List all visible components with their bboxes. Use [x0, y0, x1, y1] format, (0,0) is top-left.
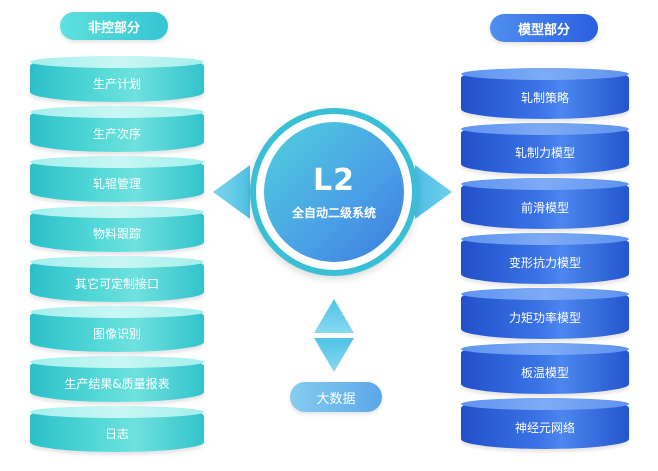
layer-label: 生产次序 [92, 126, 141, 141]
layer-label: 变形抗力模型 [508, 256, 581, 270]
l2-title: L2 [313, 162, 355, 198]
layer-roll-management: 轧辊管理 [30, 156, 204, 202]
layer-image-recognition: 图像识别 [30, 306, 204, 352]
layer-forward-slip-model: 前滑模型 [461, 178, 629, 229]
layer-deformation-resistance-model: 变形抗力模型 [461, 233, 629, 284]
layer-torque-power-model: 力矩功率模型 [461, 288, 629, 339]
l2-system-circle: L2 全自动二级系统 [250, 108, 418, 276]
layer-material-tracking: 物料跟踪 [30, 206, 204, 252]
l2-subtitle: 全自动二级系统 [291, 205, 376, 220]
model-stack: 轧制策略 轧制力模型 前滑模型 变形抗力模型 力矩功率模型 板温模型 神经元网络 [461, 68, 629, 453]
layer-neural-network: 神经元网络 [461, 398, 629, 449]
layer-plate-temperature-model: 板温模型 [461, 343, 629, 394]
layer-rolling-force-model: 轧制力模型 [461, 123, 629, 174]
layer-label: 生产结果&质量报表 [64, 376, 170, 391]
layer-label: 前滑模型 [520, 201, 569, 215]
l2-system-core: L2 全自动二级系统 [264, 122, 404, 262]
layer-quality-report: 生产结果&质量报表 [30, 356, 204, 402]
layer-label: 神经元网络 [514, 421, 575, 435]
layer-production-plan: 生产计划 [30, 56, 204, 102]
layer-label: 图像识别 [92, 326, 141, 341]
layer-label: 力矩功率模型 [508, 311, 581, 325]
layer-label: 板温模型 [520, 366, 569, 380]
layer-production-sequence: 生产次序 [30, 106, 204, 152]
layer-custom-interface: 其它可定制接口 [30, 256, 204, 302]
layer-log: 日志 [30, 406, 204, 452]
layer-label: 其它可定制接口 [74, 276, 159, 291]
right-arrow [415, 165, 452, 219]
big-data-label: 大数据 [290, 382, 382, 412]
non-control-section-title: 非控部分 [60, 12, 168, 40]
up-arrow [314, 299, 354, 333]
layer-label: 物料跟踪 [92, 226, 141, 241]
layer-label: 日志 [104, 426, 129, 441]
layer-label: 轧制力模型 [514, 146, 575, 160]
down-arrow [314, 338, 354, 372]
layer-label: 轧制策略 [520, 91, 569, 105]
model-section-title: 模型部分 [490, 14, 598, 42]
left-arrow [213, 165, 250, 219]
layer-rolling-strategy: 轧制策略 [461, 68, 629, 119]
layer-label: 轧辊管理 [92, 176, 141, 191]
layer-label: 生产计划 [92, 76, 141, 91]
non-control-stack: 生产计划 生产次序 轧辊管理 物料跟踪 其它可定制接口 图像识别 生产结果&质量… [30, 56, 204, 456]
